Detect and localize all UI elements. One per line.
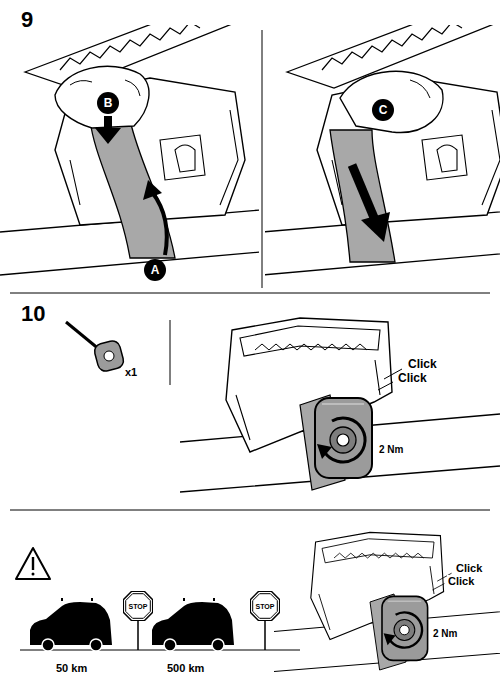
callout-circle: B [97, 92, 119, 114]
foot-with-knob-repeat [274, 532, 500, 671]
pull-arrow-head [361, 212, 390, 242]
callout-letter: C [379, 104, 388, 116]
callout-letter: B [104, 97, 113, 109]
callout-letter: A [151, 264, 160, 276]
callout-circle: C [372, 99, 394, 121]
step-number: 9 [20, 8, 34, 32]
step-9-left [0, 25, 259, 275]
torque-value: 2 Nm [378, 444, 404, 455]
wheel [42, 639, 54, 651]
hand [55, 66, 149, 128]
car [152, 602, 234, 645]
car [30, 602, 112, 645]
octagon-inner [126, 594, 151, 619]
stop-sign: STOP [123, 591, 153, 621]
wheel [212, 639, 224, 651]
click-sound: Click [447, 575, 475, 587]
roof-rack [62, 598, 92, 601]
wheel [164, 639, 176, 651]
strap [330, 130, 395, 262]
click-sound: Click [407, 358, 438, 371]
pull-arrow-head [143, 180, 162, 200]
key-socket [104, 351, 114, 361]
octagon-outline [123, 591, 152, 620]
distance: 50 km [55, 662, 88, 674]
click-sound: Click [397, 372, 428, 385]
click-sound: Click [455, 562, 483, 574]
press-arrow [104, 116, 112, 130]
key-handle [93, 339, 125, 373]
sign-text: STOP [129, 603, 148, 610]
octagon-inner [253, 594, 278, 619]
foot-with-knob [180, 318, 500, 492]
quantity: x1 [124, 366, 138, 378]
hand [340, 71, 443, 132]
warning-triangle [16, 548, 50, 579]
foot [265, 25, 500, 275]
strap [90, 120, 175, 258]
pull-arrow [352, 165, 375, 220]
octagon-outline [250, 591, 279, 620]
step-9-right [265, 25, 500, 275]
sign-pole [138, 621, 265, 650]
warning-dot [32, 573, 35, 576]
sign-text: STOP [256, 603, 275, 610]
press-arrow-head [95, 128, 121, 144]
roof-rack [184, 598, 214, 601]
distance: 500 km [166, 662, 205, 674]
stop-sign: STOP [250, 591, 280, 621]
foot [0, 25, 259, 275]
pull-arrow [152, 192, 167, 255]
torque-value: 2 Nm [432, 628, 458, 639]
callout-circle: A [144, 259, 166, 281]
ground-line [20, 650, 300, 651]
step-number: 10 [20, 302, 46, 326]
warning-mark [32, 557, 34, 570]
key-shaft [66, 322, 100, 350]
finger [410, 80, 430, 98]
wheel [90, 639, 102, 651]
